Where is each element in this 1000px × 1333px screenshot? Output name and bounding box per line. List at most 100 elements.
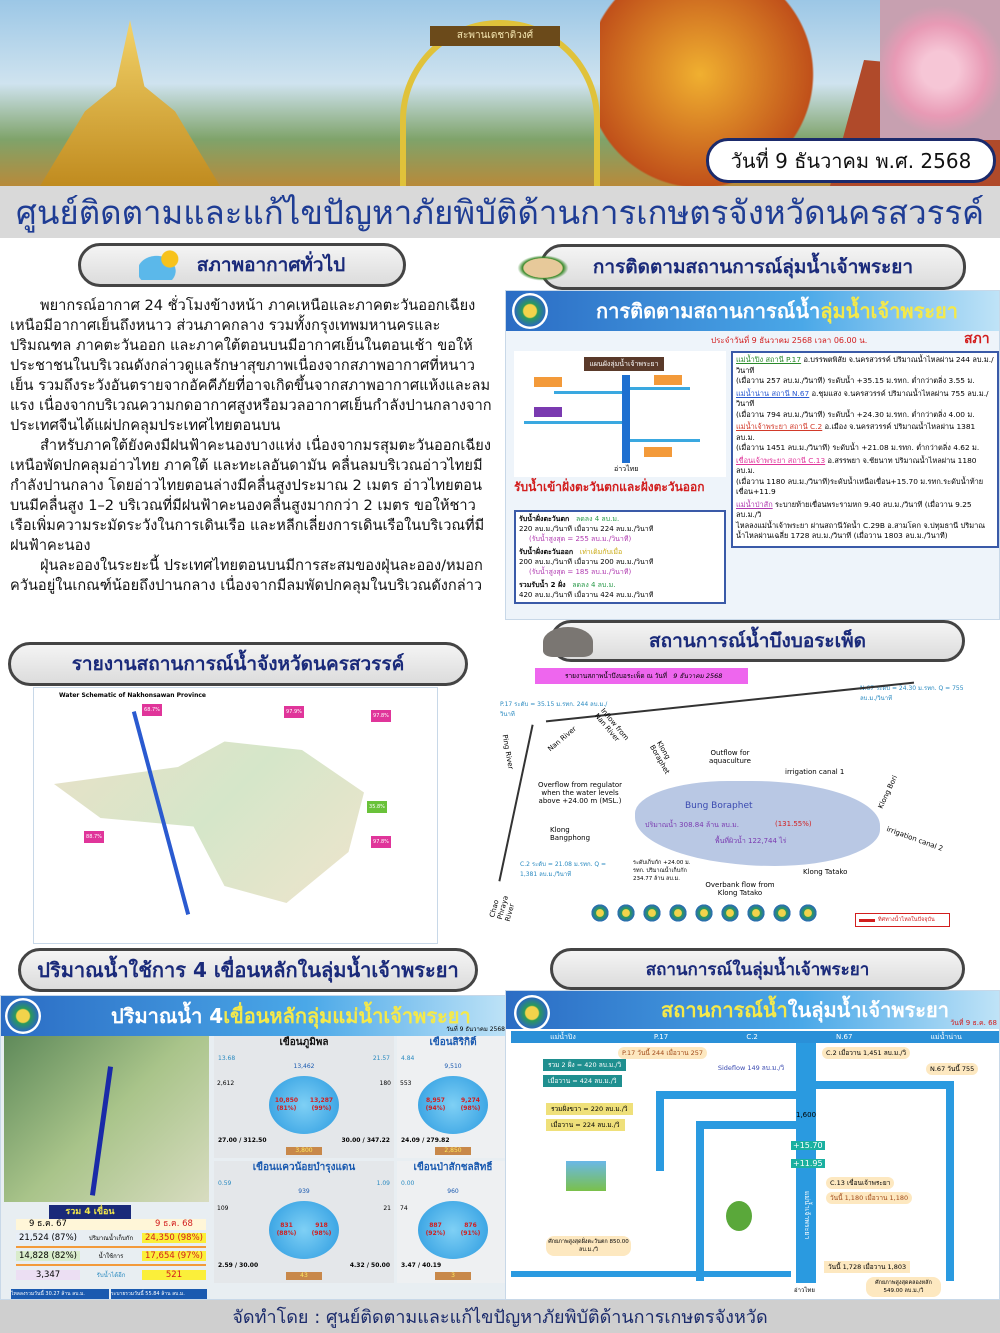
report-date-banner: รายงานสภาพน้ำบึงบอระเพ็ด ณ วันที่ 9 ธันว…	[535, 668, 748, 684]
intake-title: รับน้ำเข้าฝั่งตะวันตกและฝั่งตะวันออก	[514, 480, 705, 494]
capacity: 13,462	[293, 1063, 315, 1070]
map-label: Chao Phraya River	[488, 894, 517, 923]
bung-boraphet-lake	[635, 781, 880, 866]
intake-table: รับน้ำฝั่งตะวันตก ลดลง 4 ลบ.ม.220 ลบ.ม./…	[514, 510, 726, 604]
tributary	[630, 387, 690, 390]
weather-forecast-text: พยากรณ์อากาศ 24 ชั่วโมงข้างหน้า ภาคเหนือ…	[10, 296, 492, 596]
weather-heading: สภาพอากาศทั่วไป	[78, 243, 406, 287]
red-arrow-icon	[859, 919, 875, 922]
agency-logos	[590, 903, 820, 927]
release-prev: 27.00 / 312.50	[218, 1137, 267, 1144]
agency-logo-icon	[798, 903, 818, 923]
release-prev: 2.59 / 30.00	[218, 1262, 259, 1269]
dam-name: เขื่อนภูมิพล	[279, 1037, 329, 1048]
dam-card: เขื่อนสิริกิติ์ 4.84 9,510 8,957 (94%)9,…	[397, 1036, 509, 1158]
map-label: irrigation canal 2	[885, 825, 944, 853]
right-bank-prev: เมื่อวาน = 224 ลบ.ม./วิ	[546, 1119, 625, 1131]
room-prev: 553	[400, 1080, 412, 1087]
dam-percent-badge: 35.8%	[367, 801, 387, 813]
c29-box: วันนี้ 1,728 เมื่อวาน 1,803	[824, 1261, 911, 1273]
department-seal-icon	[512, 293, 548, 329]
boraphet-diagram: รายงานสภาพน้ำบึงบอระเพ็ด ณ วันที่ 9 ธันว…	[485, 663, 1000, 945]
release-prev: 3.47 / 40.19	[401, 1262, 442, 1269]
map-label: irrigation canal 1	[785, 768, 845, 776]
lake-area: พื้นที่ผิวน้ำ 122,744 ไร่	[715, 837, 787, 845]
canal	[656, 1091, 796, 1099]
bridge-image	[400, 20, 600, 186]
station-box	[534, 377, 562, 387]
dams-relief-map	[4, 1036, 209, 1202]
canal	[696, 1121, 796, 1129]
basin-date: วันที่ 9 ธ.ค. 68	[950, 1019, 997, 1027]
river-label: แม่น้ำเจ้าพระยา	[803, 1191, 811, 1240]
dams-date: วันที่ 9 ธันวาคม 2568	[446, 1026, 505, 1033]
dam-percent-badge: 97.8%	[371, 710, 391, 722]
dam-name: เขื่อนสิริกิติ์	[429, 1037, 477, 1048]
station-link[interactable]: แม่น้ำน่าน สถานี N.67	[736, 388, 810, 398]
map-label: Overflow from regulator when the water l…	[537, 781, 623, 805]
dam-name: เขื่อนแควน้อยบำรุงแดน	[252, 1162, 356, 1173]
station-link[interactable]: เขื่อนเจ้าพระยา สถานี C.13	[736, 455, 826, 465]
intake-row: รับน้ำฝั่งตะวันตก ลดลง 4 ลบ.ม.220 ลบ.ม./…	[519, 515, 654, 543]
room-now: 180	[379, 1080, 391, 1087]
agency-logo-icon	[746, 903, 766, 923]
weather-paragraph: สำหรับภาคใต้ยังคงมีฝนฟ้าคะนองบางแห่ง เนื…	[10, 437, 491, 554]
inflow-row: 4.84	[401, 1055, 415, 1062]
p17-reading: P.17 ระดับ = 35.15 ม.รทก. 244 ลบ.ม./วินา…	[500, 701, 608, 718]
p17-box: P.17 วันนี้ 244 เมื่อวาน 257	[618, 1047, 708, 1059]
footer: จัดทำโดย : ศูนย์ติดตามและแก้ไขปัญหาภัยพิ…	[0, 1300, 1000, 1333]
capacity: 9,510	[444, 1063, 462, 1070]
station-box	[654, 375, 682, 385]
station-item: แม่น้ำน่าน สถานี N.67 อ.ชุมแสง จ.นครสวรร…	[736, 388, 989, 419]
province-map-shape	[54, 741, 364, 903]
dead-storage: 3,800	[286, 1147, 322, 1155]
map-label: Overbank flow from Klong Tatako	[705, 881, 775, 897]
weather-paragraph: พยากรณ์อากาศ 24 ชั่วโมงข้างหน้า ภาคเหนือ…	[10, 297, 492, 434]
weir-value: 1,600	[796, 1111, 817, 1119]
canal	[696, 1121, 704, 1281]
side-label: สภา	[964, 331, 990, 347]
west-prev: เมื่อวาน = 424 ลบ.ม./วิ	[543, 1075, 622, 1087]
station-link[interactable]: แม่น้ำป่าสัก	[736, 499, 773, 509]
storage-circle: 831 (88%)918 (98%)	[269, 1201, 339, 1259]
rock-icon	[543, 627, 593, 657]
canal	[656, 1091, 664, 1171]
canal	[816, 1081, 951, 1089]
station-link[interactable]: แม่น้ำปิง สถานี P.17	[736, 355, 802, 364]
department-seal-icon	[514, 995, 550, 1031]
downstream-level: +11.95	[791, 1159, 825, 1168]
inflow-row: 0.00	[401, 1180, 415, 1187]
station-link[interactable]: แม่น้ำเจ้าพระยา สถานี C.2	[736, 422, 823, 431]
bridge-sign: สะพานเดชาติวงศ์	[430, 26, 560, 46]
intake-row: รวมรับน้ำ 2 ฝั่ง ลดลง 4 ลบ.ม.420 ลบ.ม./ว…	[519, 581, 654, 599]
release-now: 30.00 / 347.22	[341, 1137, 390, 1144]
dams-heading: ปริมาณน้ำใช้การ 4 เขื่อนหลักในลุ่มน้ำเจ้…	[18, 948, 478, 992]
agency-logo-icon	[616, 903, 636, 923]
panel-title: การติดตามสถานการณ์น้ำลุ่มน้ำเจ้าพระยา	[506, 291, 999, 331]
basin-panel: สถานการณ์น้ำในลุ่มน้ำเจ้าพระยา วันที่ 9 …	[505, 990, 1000, 1300]
c13-box: C.13 เขื่อนเจ้าพระยา	[826, 1177, 895, 1189]
station-box	[644, 447, 672, 457]
total-label: รวม 4 เขื่อน	[49, 1205, 131, 1219]
basin-heading: สถานการณ์ในลุ่มน้ำเจ้าพระยา	[550, 948, 965, 990]
map-label: Klong Boraphet	[648, 739, 672, 776]
tributary	[524, 421, 622, 424]
agency-logo-icon	[590, 903, 610, 923]
lake-percent: (131.55%)	[775, 820, 812, 828]
river-line	[89, 1066, 114, 1196]
dam-percent-badge: 88.7%	[84, 831, 104, 843]
sea-capacity: ศักยภาพสูงสุดคลองหลัก 549.00 ลบ.ม./วิ	[866, 1277, 941, 1297]
dam-card: เขื่อนป่าสักชลสิทธิ์ 0.00 960 887 (92%)8…	[397, 1161, 509, 1283]
chao-phraya-diagram: แผนผังลุ่มน้ำเจ้าพระยา อ่าวไทย	[514, 351, 726, 477]
release-total: ระบายรวมวันนี้ 55.84 ล้าน ลบ.ม.	[111, 1289, 207, 1299]
panel-title: ปริมาณน้ำ 4 เขื่อนหลักลุ่มแม่น้ำเจ้าพระย…	[1, 996, 509, 1036]
dam-icon	[566, 1161, 606, 1191]
map-label: Klong Bori	[876, 774, 900, 810]
diagram-title: แผนผังลุ่มน้ำเจ้าพระยา	[584, 357, 664, 371]
canal	[946, 1081, 954, 1281]
agency-logo-icon	[720, 903, 740, 923]
